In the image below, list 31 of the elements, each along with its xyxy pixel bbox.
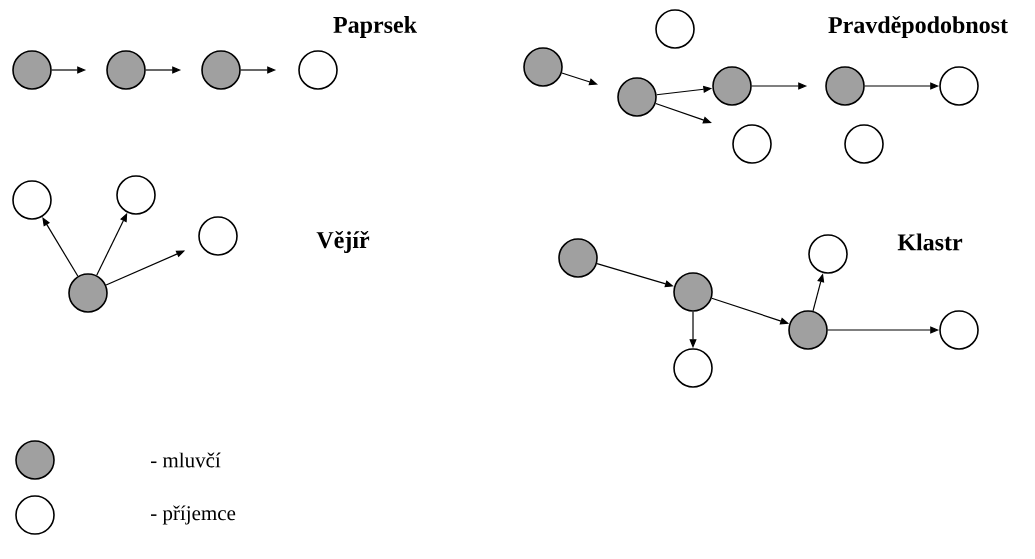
circle-node xyxy=(201,50,241,90)
pattern-title: Klastr xyxy=(897,233,963,251)
circle-node xyxy=(673,272,713,312)
circle-node xyxy=(523,47,563,87)
circle-node xyxy=(12,50,52,90)
circle-node xyxy=(558,238,598,278)
legend-text: - příjemce xyxy=(151,505,236,525)
arrow xyxy=(655,102,712,124)
circle-node xyxy=(198,216,238,256)
circle-node xyxy=(106,50,146,90)
circle-node xyxy=(939,66,979,106)
circle-node xyxy=(12,180,52,220)
pattern-title: Vějíř xyxy=(316,231,370,253)
arrow xyxy=(42,217,79,277)
circle-node xyxy=(655,9,695,49)
legend-text: - mluvčí xyxy=(151,452,221,468)
circle-node xyxy=(116,175,156,215)
circle-node xyxy=(732,124,772,164)
circle-node xyxy=(673,348,713,388)
circle-node xyxy=(712,66,752,106)
circle-node xyxy=(808,234,848,274)
pattern-title: Pravděpodobnost xyxy=(828,16,1008,38)
pattern-title: Paprsek xyxy=(333,16,417,38)
circle-node xyxy=(617,77,657,117)
circle-node xyxy=(298,50,338,90)
circle-node xyxy=(825,66,865,106)
circle-node xyxy=(939,310,979,350)
arrow xyxy=(596,263,674,288)
circle-node xyxy=(788,310,828,350)
circle-node xyxy=(68,273,108,313)
circle-node xyxy=(844,124,884,164)
